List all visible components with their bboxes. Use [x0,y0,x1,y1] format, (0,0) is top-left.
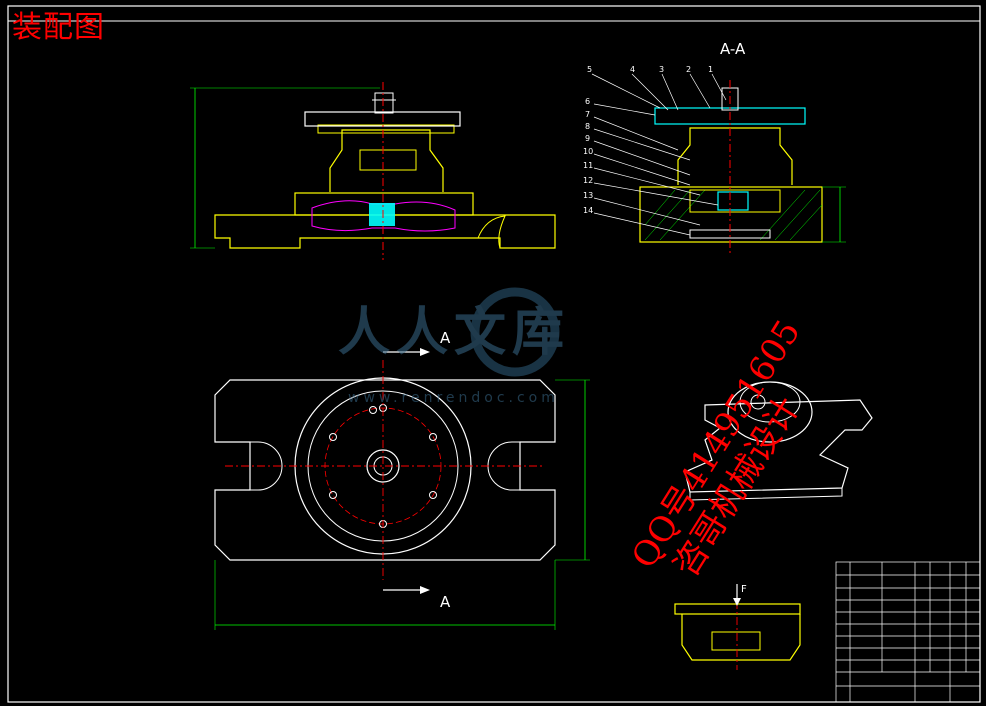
section-leaders [591,73,727,236]
balloon-1: 1 [708,65,713,74]
detail-top-plate [674,603,801,615]
iso-lower [689,488,843,501]
front-inner-cavity [359,149,417,171]
plan-hub [366,449,400,483]
logo-text: 人人文库 [338,303,570,363]
detail-body [681,614,801,661]
balloon-7: 7 [585,110,590,119]
balloon-8: 8 [585,122,590,131]
front-right-break [477,215,506,249]
balloon-12: 12 [583,176,593,185]
balloon-6: 6 [585,97,590,106]
balloon-3: 3 [659,65,664,74]
front-base-hatch [311,200,456,232]
front-collar [317,124,455,134]
plan-slot-left [245,441,283,491]
balloon-13: 13 [583,191,593,200]
balloon-9: 9 [585,134,590,143]
title-block-frame [835,561,981,703]
section-base [639,186,823,243]
detail-label: F [741,584,747,595]
sheet-border [7,5,981,703]
balloon-2: 2 [686,65,691,74]
section-view: A-A 5 4 [583,40,846,255]
balloon-labels: 5 4 3 2 1 6 7 8 9 10 11 12 13 14 [583,65,713,215]
section-base-hatch [644,189,823,241]
detail-view: F [674,584,801,670]
logo-url: www.renrendoc.com [348,390,559,406]
balloon-4: 4 [630,65,635,74]
section-label: A-A [720,40,746,58]
logo-circle [470,287,560,377]
qq-stamp: QQ号414951605 咨哥机械设计 [624,313,809,584]
isometric-view [684,381,873,501]
logo-watermark: 人人文库 www.renrendoc.com [338,287,570,406]
section-body [677,127,793,185]
front-bushing [369,203,395,226]
front-bolt [374,92,394,114]
page-title: 装配图 [12,10,105,45]
balloon-11: 11 [583,161,593,170]
section-pocket [689,189,781,213]
plan-view: A A [214,329,590,630]
front-base-plate [214,214,556,249]
cut-mark-top: A [440,329,451,347]
balloon-5: 5 [587,65,592,74]
section-bushing [717,191,749,211]
cut-mark-bottom: A [440,593,451,611]
front-view [190,82,556,260]
plan-base-outline [214,379,556,561]
balloon-14: 14 [583,206,593,215]
balloon-10: 10 [583,147,593,156]
title-block [835,561,981,703]
front-body [329,129,444,192]
